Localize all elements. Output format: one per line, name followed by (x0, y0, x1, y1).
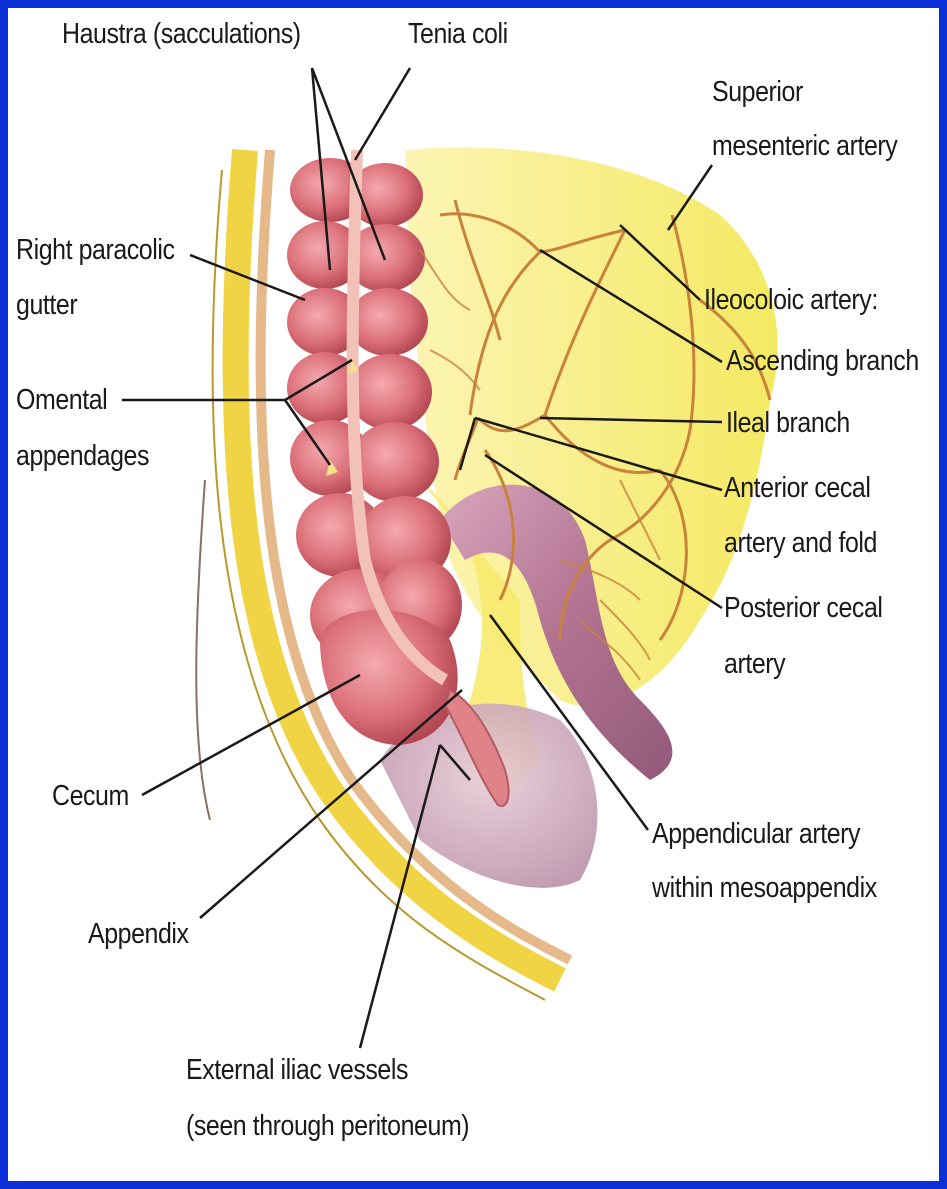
label-right-paracolic-2: gutter (16, 289, 77, 322)
label-appendix: Appendix (88, 918, 189, 951)
label-appendicular-1: Appendicular artery (652, 818, 860, 851)
label-anterior-cecal-1: Anterior cecal (724, 472, 870, 505)
label-superior-mesenteric-2: mesenteric artery (712, 130, 897, 163)
label-superior-mesenteric-1: Superior (712, 76, 803, 109)
label-posterior-cecal-1: Posterior cecal (724, 592, 883, 625)
label-cecum: Cecum (52, 780, 129, 813)
label-posterior-cecal-2: artery (724, 648, 785, 681)
label-appendicular-2: within mesoappendix (652, 872, 877, 905)
leader-tenia-coli (355, 68, 410, 160)
label-external-iliac-2: (seen through peritoneum) (186, 1110, 469, 1143)
label-anterior-cecal-2: artery and fold (724, 527, 877, 560)
label-right-paracolic-1: Right paracolic (16, 234, 175, 267)
label-haustra: Haustra (sacculations) (62, 18, 301, 51)
label-tenia-coli: Tenia coli (408, 18, 508, 51)
label-ileocolic: Ileocoloic artery: (704, 284, 878, 317)
label-ascending-branch: Ascending branch (726, 345, 919, 378)
label-external-iliac-1: External iliac vessels (186, 1054, 408, 1087)
label-omental-1: Omental (16, 384, 107, 417)
label-omental-2: appendages (16, 440, 149, 473)
label-ileal-branch: Ileal branch (726, 407, 850, 440)
